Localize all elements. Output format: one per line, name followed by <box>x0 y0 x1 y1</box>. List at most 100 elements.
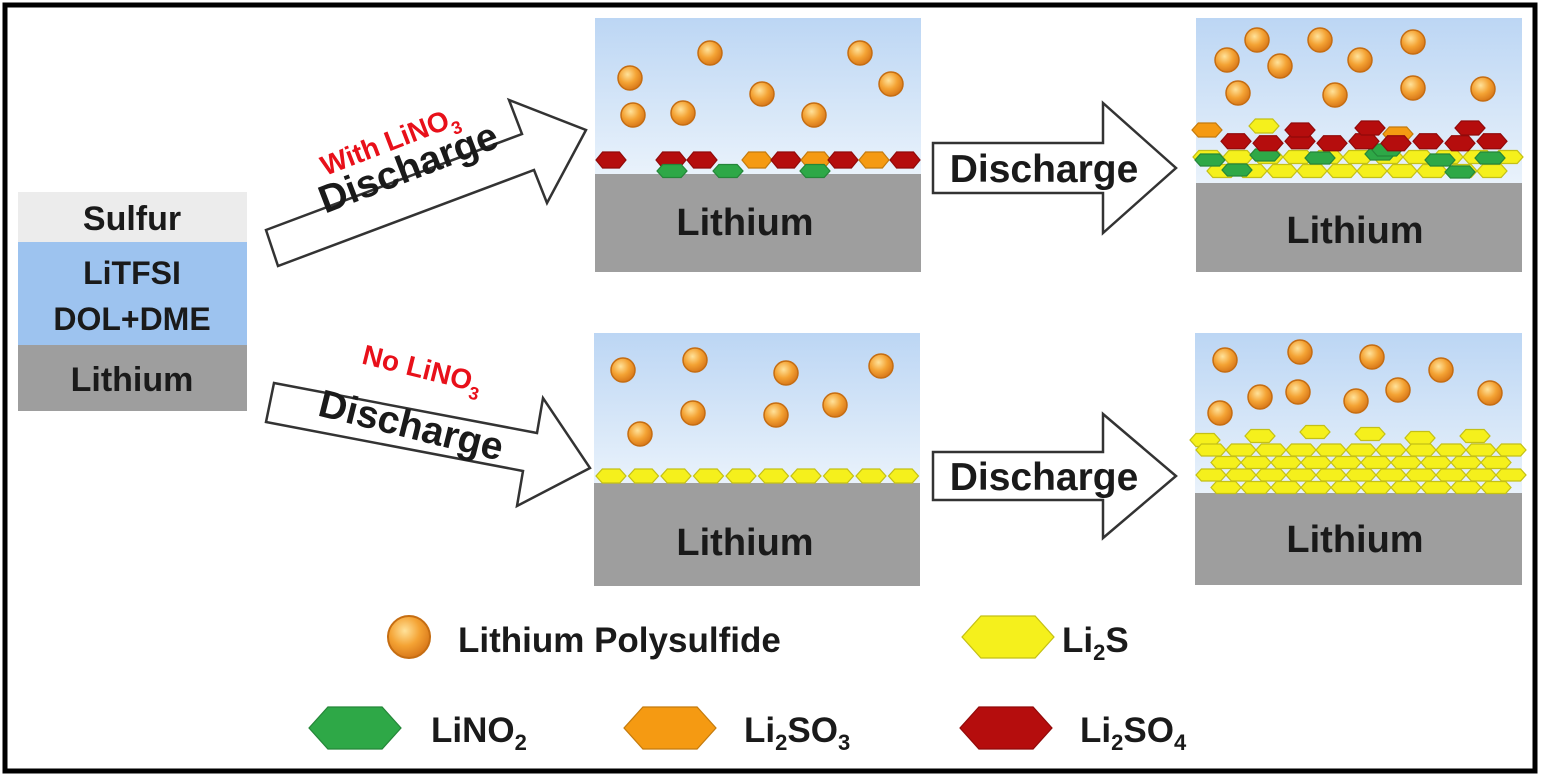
sei-particle <box>595 468 627 484</box>
sei-particle <box>1420 455 1452 470</box>
sei-particle <box>1255 468 1287 482</box>
li2so3-main: Li <box>744 711 775 750</box>
polysulfide-particle <box>682 347 708 373</box>
legend-item-lino2: LiNO2 <box>308 706 527 755</box>
panel-no-lino3-initial: Lithium <box>594 333 920 586</box>
legend-item-li2s: Li2S <box>961 615 1129 665</box>
polysulfide-particle <box>1470 76 1496 102</box>
legend-li2so4-label: Li2SO4 <box>1080 711 1187 755</box>
sei-particle <box>1225 443 1257 457</box>
sei-particle <box>595 151 627 169</box>
polysulfide-particle <box>1322 82 1348 108</box>
sei-particle <box>1465 468 1497 482</box>
legend-li2s-label: Li2S <box>1062 621 1129 665</box>
sulfur-layer <box>18 192 247 242</box>
polysulfide-particle <box>627 421 653 447</box>
stack-lithium-layer <box>18 345 247 411</box>
li2s-sub: 2 <box>1093 640 1105 665</box>
sei-particle <box>1345 443 1377 457</box>
sei-particle <box>1405 468 1437 482</box>
polysulfide-particle <box>1244 27 1270 53</box>
sei-particle <box>1345 468 1377 482</box>
sei-particle <box>1285 443 1317 457</box>
sei-particle <box>1444 165 1476 179</box>
polysulfide-particle <box>1347 47 1373 73</box>
polysulfide-particle <box>670 100 696 126</box>
panel-electrolyte <box>594 333 920 483</box>
arrow-discharge-bottom-label: Discharge <box>950 456 1139 499</box>
polysulfide-particle <box>1385 377 1411 403</box>
sei-particle <box>1285 468 1317 482</box>
legend-item-polysulfide: Lithium Polysulfide <box>387 615 781 660</box>
li2so3-sub2: 3 <box>838 730 850 755</box>
panel-lithium-label: Lithium <box>1286 519 1423 561</box>
polysulfide-particle <box>763 402 789 428</box>
sei-particle <box>1476 163 1508 179</box>
legend-li2so3-label: Li2SO3 <box>744 711 850 755</box>
sei-particle <box>1459 428 1491 444</box>
li2so4-swatch-shape <box>959 706 1053 750</box>
sei-particle <box>1300 455 1332 470</box>
legend-polysulfide-label: Lithium Polysulfide <box>458 621 781 660</box>
polysulfide-particle <box>1212 347 1238 373</box>
sei-particle <box>1255 443 1287 457</box>
sei-particle <box>1444 135 1476 152</box>
sei-particle <box>1330 455 1362 470</box>
sei-particle <box>1360 455 1392 470</box>
sei-particle <box>1424 153 1456 167</box>
sei-particle <box>1222 149 1254 165</box>
panel-with-lino3-discharged: Lithium <box>1191 18 1524 272</box>
polysulfide-particle <box>749 81 775 107</box>
sei-layer <box>1191 118 1524 179</box>
sei-particle <box>1435 443 1467 457</box>
sei-particle <box>1266 163 1298 179</box>
li2s-swatch-shape <box>961 615 1055 659</box>
legend: Lithium Polysulfide Li2S LiNO2 Li2SO3 Li… <box>308 615 1187 755</box>
sei-particle <box>1225 468 1257 482</box>
sei-particle <box>1326 163 1358 179</box>
sei-particle <box>1476 133 1508 150</box>
sei-particle <box>1354 120 1386 136</box>
sei-particle <box>1191 122 1223 138</box>
sulfur-label: Sulfur <box>83 200 181 238</box>
sei-particle <box>1252 135 1284 152</box>
sei-particle <box>1405 443 1437 457</box>
sei-particle <box>770 151 802 169</box>
polysulfide-particle <box>1285 379 1311 405</box>
sei-particle <box>1330 480 1362 495</box>
polysulfide-swatch-icon <box>387 615 431 659</box>
panel-lithium-label: Lithium <box>1286 210 1423 252</box>
polysulfide-particle <box>1214 47 1240 73</box>
condition-no-sub: 3 <box>467 383 482 405</box>
sei-particle <box>799 163 831 179</box>
polysulfide-particle <box>1400 75 1426 101</box>
sei-particle <box>1270 455 1302 470</box>
sei-particle <box>1194 153 1226 167</box>
polysulfide-particle <box>1207 400 1233 426</box>
li2so3-sub: 2 <box>775 730 787 755</box>
sei-layer <box>595 151 921 179</box>
sei-particle <box>827 151 859 169</box>
panel-lithium <box>1196 183 1522 272</box>
arrow-no-lino3-shape <box>264 381 592 509</box>
sei-particle <box>1390 455 1422 470</box>
polysulfide-particle <box>1359 344 1385 370</box>
polysulfide-particle <box>1225 80 1251 106</box>
polysulfide-particle <box>801 102 827 128</box>
sei-particle <box>1316 135 1348 152</box>
sei-particle <box>1282 149 1314 165</box>
sei-particle <box>1495 443 1527 457</box>
sei-particle <box>1354 426 1386 442</box>
li2so4-sub2: 4 <box>1174 730 1187 755</box>
electrolyte-layer <box>18 242 247 345</box>
panel-lithium-label: Lithium <box>676 522 813 564</box>
panel-lithium <box>594 483 920 586</box>
sei-particle <box>656 163 688 179</box>
arrow-with-lino3-shape <box>264 97 588 268</box>
li2so3-swatch-shape <box>623 706 717 750</box>
sei-particle <box>855 468 887 484</box>
sei-particle <box>1240 455 1272 470</box>
sei-particle <box>1375 468 1407 482</box>
